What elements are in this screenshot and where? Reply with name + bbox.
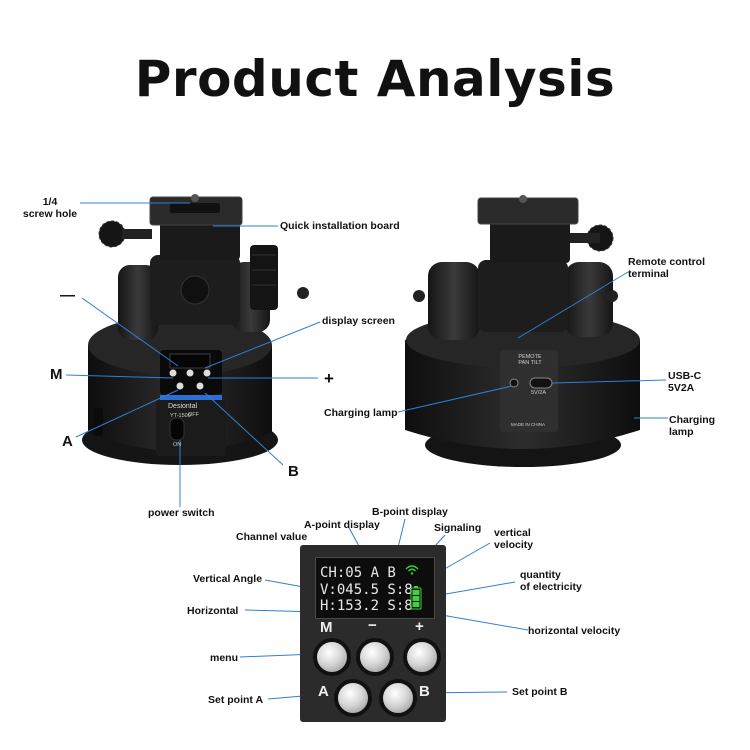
line-b — [204, 392, 284, 466]
label-a-point-display: A-point display — [304, 519, 380, 531]
charging-lamp-led — [509, 378, 519, 388]
label-plus: + — [324, 369, 334, 388]
line-usb — [551, 379, 667, 384]
label-horizontal-velocity: horizontal velocity — [528, 625, 621, 637]
lcd-line-horizontal: H:153.2 S:8 — [320, 598, 413, 614]
right-knob-shaft — [570, 233, 600, 243]
left-on-text: ON — [173, 442, 182, 448]
menu-button[interactable] — [313, 638, 351, 676]
screw-hole-icon — [191, 194, 199, 202]
label-channel-value: Channel value — [236, 531, 308, 543]
label-quantity-of-electricity: quantity of electricity — [520, 569, 582, 593]
label-usb-c: USB-C 5V2A — [668, 370, 702, 394]
lcd-line-channel: CH:05 A B — [320, 565, 396, 581]
label-signaling: Signaling — [434, 522, 482, 534]
label-menu: menu — [210, 652, 239, 664]
key-label-b: B — [419, 683, 430, 700]
line-m — [65, 374, 174, 379]
left-side-switch — [93, 408, 103, 436]
set-point-b-button[interactable] — [379, 679, 417, 717]
signal-icon — [405, 565, 419, 575]
label-display-screen: display screen — [322, 315, 395, 327]
right-origin-text: MADE IN CHINA — [511, 422, 546, 427]
right-quick-plate — [477, 197, 579, 225]
label-vertical-velocity: vertical velocity — [494, 527, 534, 551]
label-set-point-b: Set point B — [512, 686, 568, 698]
left-front-panel — [156, 400, 226, 456]
label-horizontal: Horizontal — [187, 605, 239, 617]
key-label-m: M — [320, 619, 333, 636]
label-minus: — — [60, 287, 75, 304]
power-switch-knob — [169, 417, 185, 441]
right-panel-title: PEMOTE PAN TILT — [518, 354, 542, 366]
right-knob-right — [606, 290, 618, 302]
left-mini-btn-minus — [186, 369, 194, 377]
label-remote-control-terminal: Remote control terminal — [628, 256, 706, 280]
line-a — [75, 389, 179, 438]
left-fin-block — [250, 245, 278, 310]
label-power-switch: power switch — [148, 507, 215, 519]
left-mini-btn-m — [169, 369, 177, 377]
right-arm-right — [565, 262, 613, 337]
left-mini-screen — [169, 353, 211, 369]
right-tilt-block — [478, 260, 568, 332]
line-minus — [81, 297, 179, 367]
plus-button[interactable] — [403, 638, 441, 676]
label-b-point-display: B-point display — [372, 506, 448, 518]
key-label-minus: − — [368, 617, 377, 634]
line-remote — [517, 271, 629, 339]
label-charging-lamp-left: Charging lamp — [324, 407, 398, 419]
left-mini-btn-plus — [203, 369, 211, 377]
left-brand-text: Desiontal — [168, 403, 198, 410]
left-tilt-hub — [180, 275, 210, 305]
quick-plate-slot — [170, 203, 220, 213]
page-title: Product Analysis — [134, 50, 616, 108]
lcd-line-vertical: V:045.5 S:8 — [320, 582, 413, 598]
left-blue-strip — [160, 395, 222, 400]
key-label-a: A — [318, 683, 329, 700]
label-quick-installation-board: Quick installation board — [280, 220, 400, 232]
left-mini-btn-a — [176, 382, 184, 390]
right-device — [405, 195, 640, 467]
right-arm-left — [428, 262, 480, 340]
right-port-caption: 5V/2A — [531, 390, 546, 396]
label-screw-hole: 1/4 screw hole — [22, 196, 78, 220]
usb-c-port — [529, 377, 553, 389]
label-a: A — [62, 433, 73, 450]
minus-button[interactable] — [356, 638, 394, 676]
left-device — [82, 194, 309, 465]
left-off-text: OFF — [188, 412, 199, 418]
left-knob-side — [297, 287, 309, 299]
right-knob-left — [413, 290, 425, 302]
left-locking-knob — [98, 220, 126, 248]
label-vertical-angle: Vertical Angle — [193, 573, 263, 585]
label-charging-lamp-right: Charging lamp — [669, 414, 716, 438]
right-plate-holder — [490, 215, 570, 263]
left-model-text: YT-1500 — [170, 413, 191, 419]
line-charge-left — [397, 385, 513, 413]
callout-lines — [65, 202, 668, 700]
battery-icon — [410, 586, 422, 610]
right-back-panel — [500, 350, 558, 432]
label-b: B — [288, 463, 299, 480]
left-mini-btn-b — [196, 382, 204, 390]
label-set-point-a: Set point A — [208, 694, 264, 706]
set-point-a-button[interactable] — [334, 679, 372, 717]
left-knob-shaft — [122, 229, 152, 239]
right-screw-icon — [519, 195, 527, 203]
left-arm-left — [118, 265, 158, 340]
label-m: M — [50, 366, 63, 383]
key-label-plus: + — [415, 618, 424, 635]
line-display — [204, 321, 321, 369]
